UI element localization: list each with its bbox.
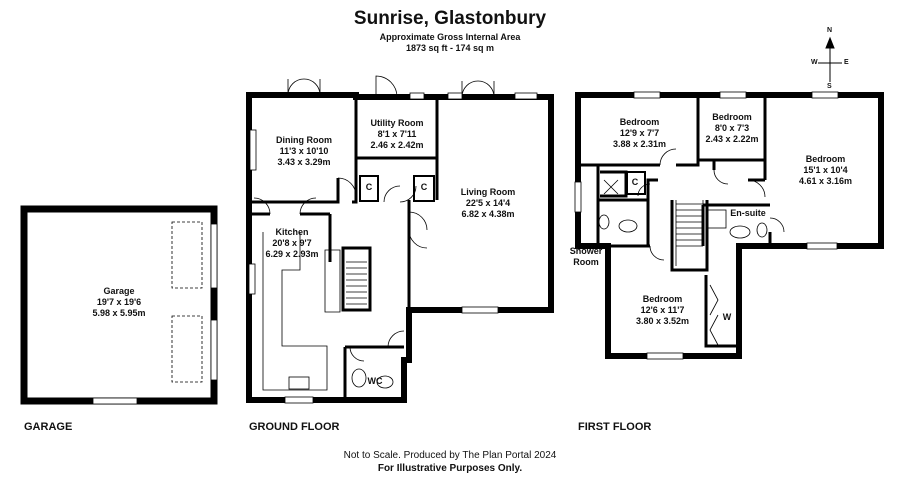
floor-label-ground: GROUND FLOOR — [249, 421, 340, 433]
wardrobe-label: W — [722, 312, 732, 322]
compass-n: N — [827, 27, 833, 34]
room-metric: 2.43 x 2.22m — [705, 134, 759, 144]
floor-label-first: FIRST FLOOR — [578, 421, 652, 433]
floor-label-garage: GARAGE — [24, 421, 73, 433]
room-imperial: 20'8 x 9'7 — [272, 238, 312, 248]
room-name: Living Room — [460, 187, 516, 197]
room-metric: 4.61 x 3.16m — [798, 176, 853, 186]
room-imperial: 8'0 x 7'3 — [714, 123, 750, 133]
wc-label: WC — [367, 376, 383, 386]
ensuite-label: En-suite — [730, 208, 766, 218]
room-imperial: 11'3 x 10'10 — [279, 146, 329, 156]
room-name: Garage — [103, 286, 135, 296]
footer-illustrative: For Illustrative Purposes Only. — [377, 463, 523, 474]
room-metric: 2.46 x 2.42m — [370, 140, 424, 150]
plan-title: Sunrise, Glastonbury — [353, 8, 547, 29]
garage-walls — [20, 205, 218, 405]
room-metric: 6.82 x 4.38m — [461, 209, 515, 219]
compass-w: W — [811, 59, 818, 66]
ground-floor-details — [248, 75, 538, 404]
first-floor-interior — [578, 95, 772, 348]
room-garage: Garage 19'7 x 19'6 5.98 x 5.95m — [69, 286, 169, 319]
room-name: Kitchen — [275, 227, 309, 237]
room-dining: Dining Room 11'3 x 10'10 3.43 x 3.29m — [254, 135, 354, 168]
first-floor-details — [574, 91, 839, 360]
room-imperial: 15'1 x 10'4 — [803, 165, 848, 175]
compass-rose — [818, 36, 842, 82]
shower-room-line1: Shower — [569, 246, 603, 256]
room-imperial: 8'1 x 7'11 — [377, 129, 417, 139]
compass-s: S — [827, 83, 832, 90]
room-metric: 3.88 x 2.31m — [612, 139, 667, 149]
room-name: Bedroom — [712, 112, 752, 122]
room-bedroom-4: Bedroom 12'6 x 11'7 3.80 x 3.52m — [615, 294, 710, 327]
room-name: Bedroom — [642, 294, 683, 304]
room-bedroom-2: Bedroom 8'0 x 7'3 2.43 x 2.22m — [699, 112, 765, 145]
compass-e: E — [844, 59, 849, 66]
shower-room-label: Shower Room — [566, 246, 606, 268]
shower-room-line2: Room — [573, 257, 599, 267]
ground-floor-interior — [249, 97, 439, 400]
room-metric: 3.43 x 3.29m — [277, 157, 331, 167]
room-name: Dining Room — [276, 135, 332, 145]
room-name: Bedroom — [805, 154, 846, 164]
plan-subtitle: Approximate Gross Internal Area — [379, 32, 521, 42]
room-name: Utility Room — [370, 118, 424, 128]
plan-area: 1873 sq ft - 174 sq m — [405, 43, 495, 53]
room-imperial: 12'9 x 7'7 — [619, 128, 660, 138]
room-imperial: 19'7 x 19'6 — [96, 297, 142, 307]
room-bedroom-3: Bedroom 15'1 x 10'4 4.61 x 3.16m — [778, 154, 873, 187]
room-name: Bedroom — [619, 117, 660, 127]
room-utility: Utility Room 8'1 x 7'11 2.46 x 2.42m — [352, 118, 442, 151]
room-kitchen: Kitchen 20'8 x 9'7 6.29 x 2.93m — [252, 227, 332, 260]
cupboard-label-utility: C — [365, 182, 373, 192]
room-metric: 6.29 x 2.93m — [265, 249, 319, 259]
room-bedroom-1: Bedroom 12'9 x 7'7 3.88 x 2.31m — [592, 117, 687, 150]
room-imperial: 22'5 x 14'4 — [465, 198, 511, 208]
room-metric: 3.80 x 3.52m — [635, 316, 690, 326]
cupboard-label-landing: C — [631, 177, 639, 187]
room-metric: 5.98 x 5.95m — [92, 308, 146, 318]
footer-disclaimer: Not to Scale. Produced by The Plan Porta… — [343, 450, 557, 461]
first-floor-walls — [575, 92, 884, 359]
room-imperial: 12'6 x 11'7 — [640, 305, 685, 315]
room-living: Living Room 22'5 x 14'4 6.82 x 4.38m — [438, 187, 538, 220]
cupboard-label-hall: C — [420, 182, 428, 192]
